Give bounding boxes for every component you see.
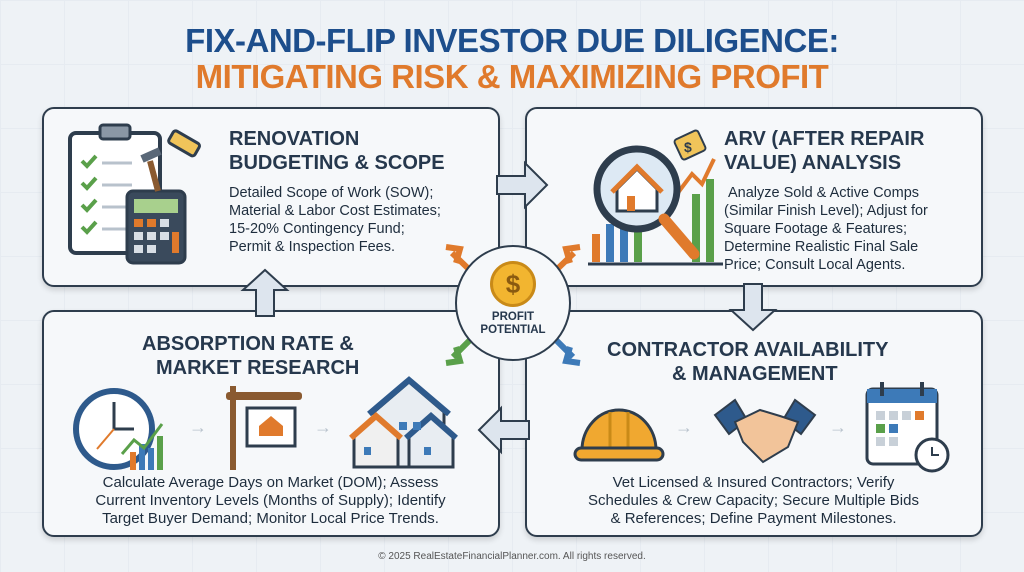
arrow-right-icon: →: [189, 417, 207, 437]
houses-icon: [349, 376, 458, 469]
arv-description: Analyze Sold & Active Comps (Similar Fin…: [724, 185, 928, 273]
panel-renovation-budgeting: RENOVATION BUDGETING & SCOPE Detailed Sc…: [42, 107, 500, 287]
clipboard-calculator-tools-icon: [68, 123, 201, 265]
flow-arrow-right: [496, 160, 549, 210]
renovation-description: Detailed Scope of Work (SOW); Material &…: [229, 185, 441, 255]
renovation-heading-1: RENOVATION: [229, 128, 360, 150]
arrow-right-icon: →: [675, 417, 693, 437]
absorption-heading-2: MARKET RESEARCH: [156, 357, 360, 379]
profit-potential-hub: $ PROFIT POTENTIAL: [455, 245, 571, 361]
flow-arrow-down: [728, 283, 778, 332]
title-line-2: MITIGATING RISK & MAXIMIZING PROFIT: [195, 58, 829, 95]
calendar-clock-icon: [865, 382, 950, 473]
clock-growth-chart-icon: [73, 388, 164, 470]
arv-heading-1: ARV (AFTER REPAIR: [724, 128, 925, 150]
contractor-heading-1: CONTRACTOR AVAILABILITY: [607, 339, 889, 361]
flow-arrow-up: [240, 268, 290, 317]
flow-arrow-left: [477, 405, 530, 455]
panel-arv-analysis: $ ARV (AFTER REPAIR VALUE) ANALYSIS Anal…: [525, 107, 983, 287]
absorption-description: Calculate Average Days on Market (DOM); …: [95, 474, 446, 527]
copyright-footer: © 2025 RealEstateFinancialPlanner.com. A…: [378, 551, 646, 562]
absorption-heading-1: ABSORPTION RATE &: [142, 333, 354, 355]
contractor-heading-2: & MANAGEMENT: [672, 363, 838, 385]
renovation-heading-2: BUDGETING & SCOPE: [229, 152, 445, 174]
arrow-right-icon: →: [314, 417, 332, 437]
arrow-right-icon: →: [829, 417, 847, 437]
title-line-1: FIX-AND-FLIP INVESTOR DUE DILIGENCE:: [185, 22, 839, 59]
svg-text:$: $: [684, 139, 692, 155]
contractor-description: Vet Licensed & Insured Contractors; Veri…: [588, 474, 919, 527]
magnifier-house-chart-icon: $: [588, 129, 723, 266]
dollar-coin-icon: $: [490, 261, 536, 307]
panel-absorption-market-research: ABSORPTION RATE & MARKET RESEARCH → → Ca…: [42, 310, 500, 537]
hard-hat-icon: [573, 408, 665, 462]
for-sale-sign-icon: [226, 386, 302, 470]
panel-contractor-management: CONTRACTOR AVAILABILITY & MANAGEMENT → →…: [525, 310, 983, 537]
arv-heading-2: VALUE) ANALYSIS: [724, 152, 902, 174]
handshake-icon: [713, 398, 817, 464]
